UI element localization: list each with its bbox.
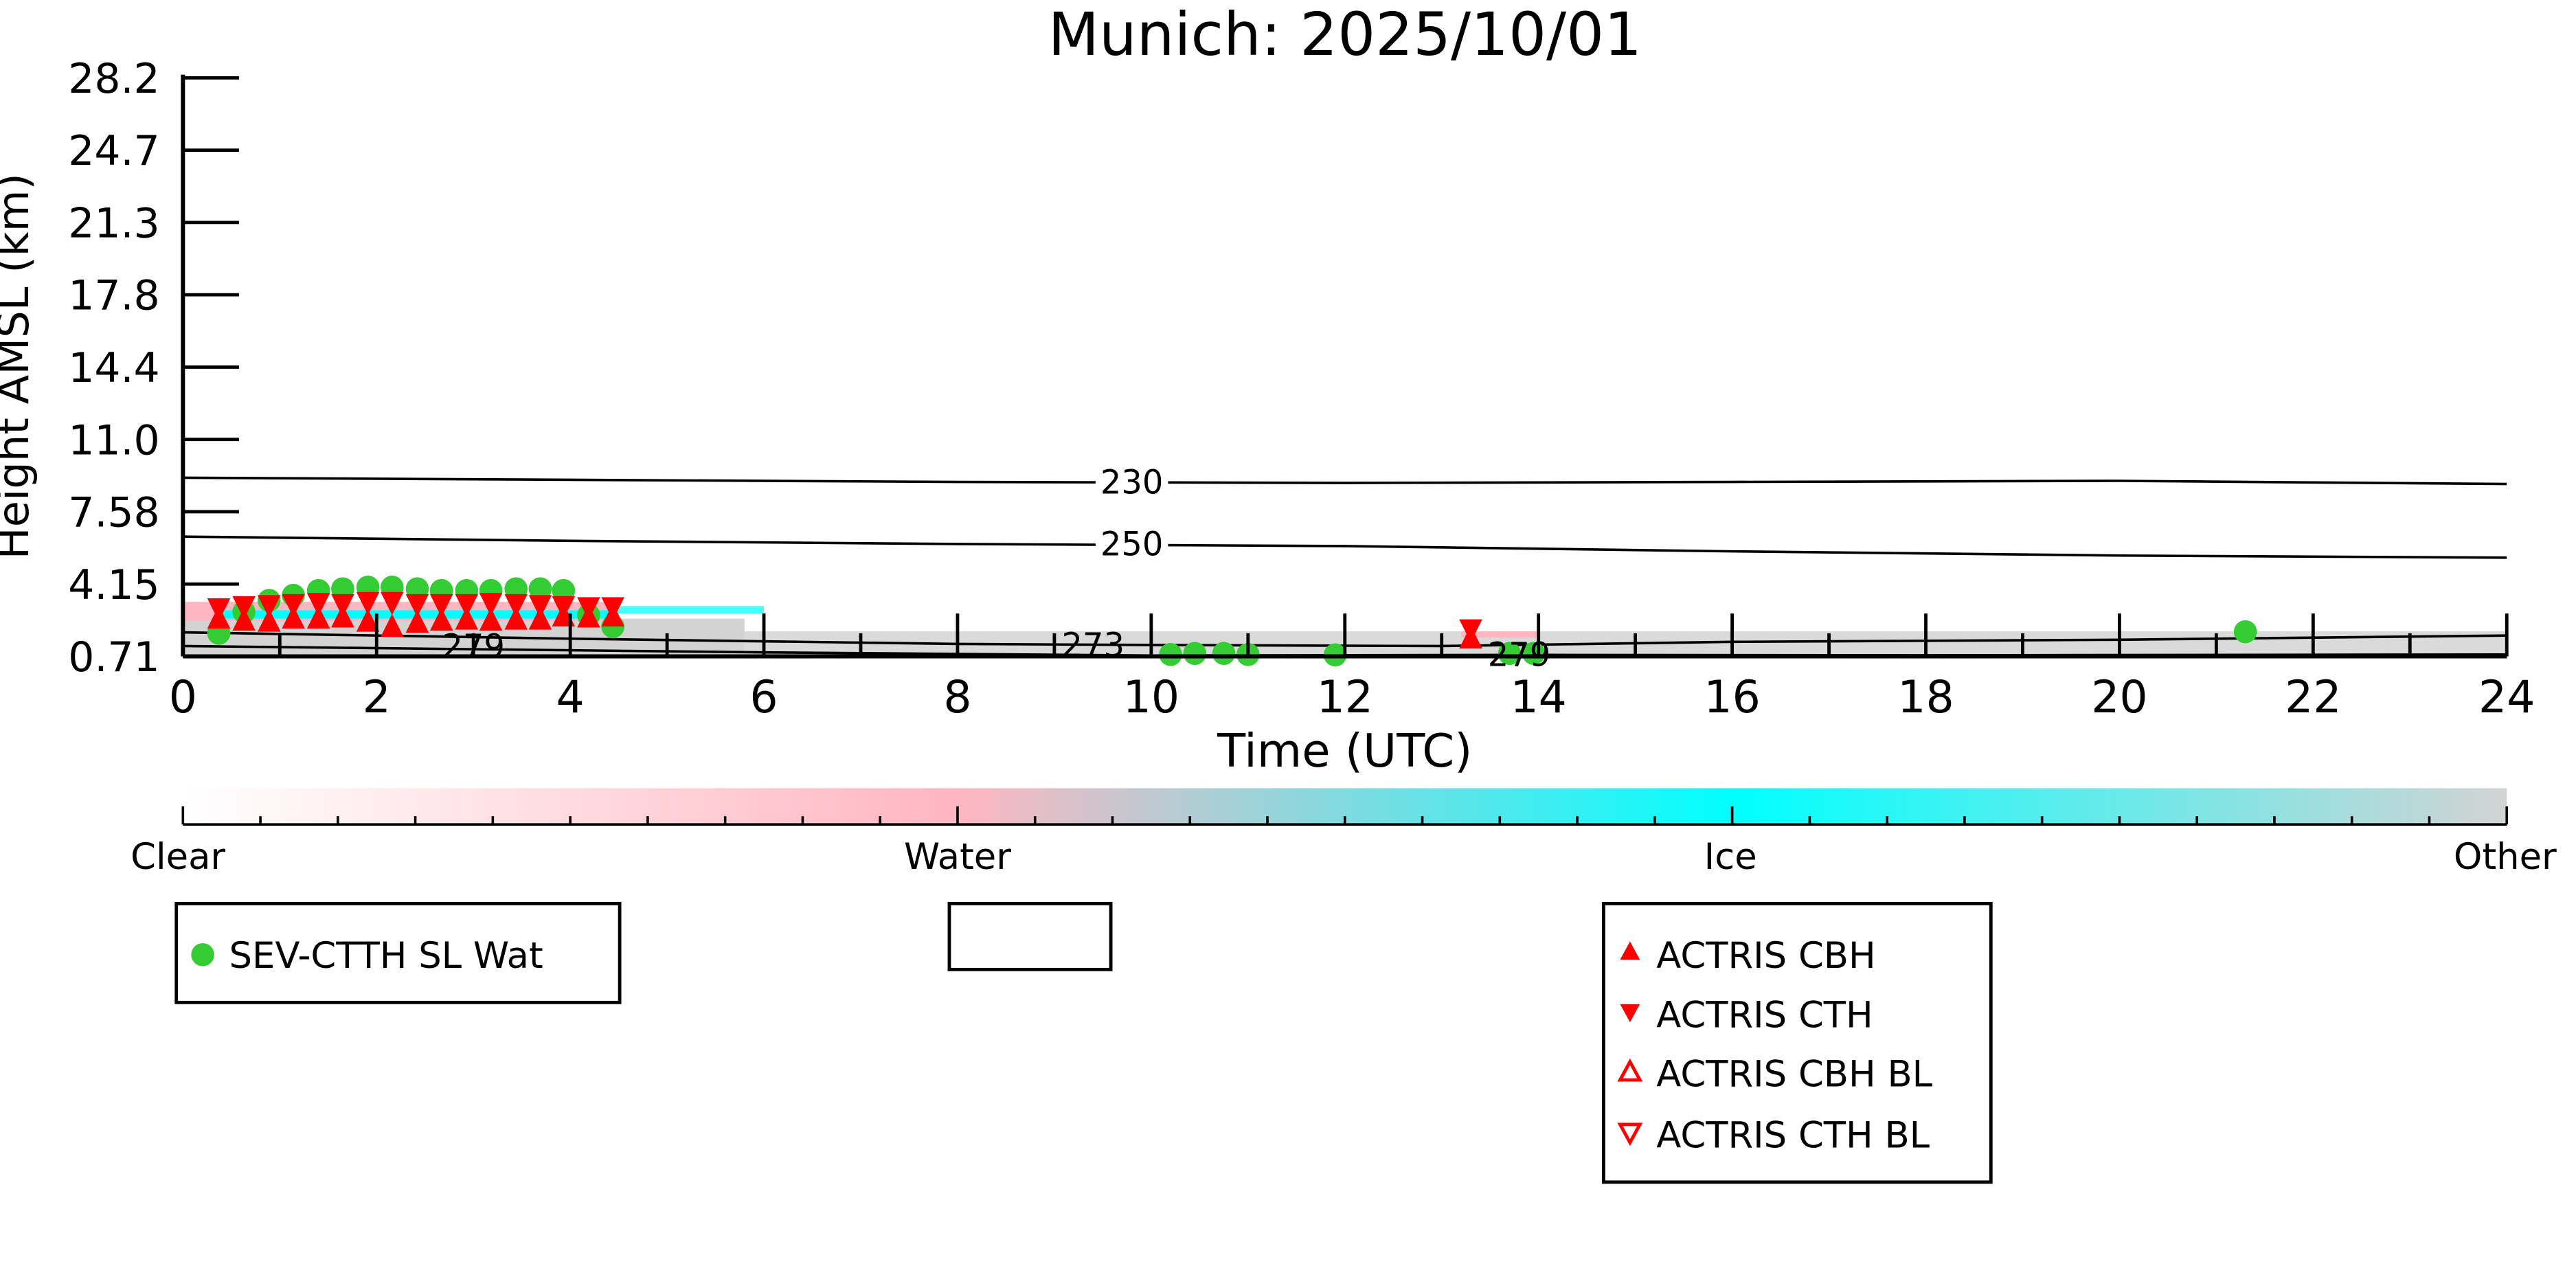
actris-cth-point bbox=[306, 593, 330, 616]
contour-label: 273 bbox=[1062, 626, 1125, 665]
curtain-ice bbox=[618, 606, 765, 614]
x-tick-label: 18 bbox=[1897, 672, 1954, 723]
contour-line bbox=[183, 476, 2507, 486]
actris-cth-point bbox=[528, 595, 552, 618]
triangle-down-open-icon bbox=[1617, 1122, 1643, 1146]
triangle-down-icon bbox=[1620, 1004, 1640, 1023]
y-axis-label: Height AMSL (km) bbox=[0, 173, 38, 559]
x-tick-label: 16 bbox=[1704, 672, 1760, 723]
curtain-water bbox=[1460, 631, 1539, 638]
y-tick-label: 0.71 bbox=[68, 633, 160, 681]
actris-cth-point bbox=[1459, 619, 1482, 643]
legend-box-empty bbox=[947, 901, 1113, 971]
x-tick-label: 12 bbox=[1317, 672, 1373, 723]
x-tick-label: 20 bbox=[2091, 672, 2147, 723]
legend-marker-circle bbox=[191, 942, 214, 967]
actris-cbh-point bbox=[356, 609, 380, 632]
colorbar-label-other: Other bbox=[2454, 836, 2557, 878]
triangle-up-open-icon bbox=[1617, 1058, 1643, 1082]
contour-line bbox=[183, 535, 2507, 559]
actris-cth-point bbox=[331, 594, 354, 618]
actris-cth-point bbox=[282, 594, 305, 618]
actris-cbh-point bbox=[405, 609, 429, 633]
x-tick-label: 22 bbox=[2285, 672, 2341, 723]
actris-cbh-point bbox=[479, 607, 503, 631]
actris-cth-point bbox=[479, 593, 503, 616]
y-tick-label: 11.0 bbox=[68, 416, 160, 464]
chart-title: Munich: 2025/10/01 bbox=[1048, 1, 1642, 69]
actris-cth-point bbox=[504, 594, 528, 618]
sev-ctth-point bbox=[1183, 642, 1207, 666]
contour-label: 250 bbox=[1100, 526, 1164, 564]
legend-label: ACTRIS CBH BL bbox=[1656, 1054, 1932, 1096]
x-tick-label: 6 bbox=[749, 672, 778, 723]
colorbar-label-ice: Ice bbox=[1704, 836, 1757, 878]
x-axis-label: Time (UTC) bbox=[1217, 724, 1472, 778]
contour-label: 230 bbox=[1100, 463, 1164, 501]
colorbar-label-water: Water bbox=[904, 836, 1011, 878]
actris-cbh-point bbox=[380, 613, 404, 637]
actris-cth-point bbox=[380, 591, 404, 615]
y-tick-label: 4.15 bbox=[68, 561, 160, 609]
legend-label: ACTRIS CTH BL bbox=[1656, 1114, 1930, 1156]
colorbar-ticks bbox=[181, 806, 2509, 826]
colorbar-label-clear: Clear bbox=[131, 836, 225, 878]
y-tick-label: 28.2 bbox=[68, 55, 160, 103]
sev-ctth-point bbox=[2233, 620, 2257, 644]
y-tick-label: 14.4 bbox=[68, 344, 160, 392]
contour-label-bg bbox=[1095, 465, 1168, 499]
actris-cbh-point bbox=[306, 605, 330, 629]
actris-cth-point bbox=[601, 597, 624, 621]
actris-cth-point bbox=[577, 597, 600, 621]
x-tick-label: 14 bbox=[1510, 672, 1566, 723]
contour-line bbox=[183, 631, 2507, 648]
x-tick-label: 2 bbox=[363, 672, 391, 723]
legend-label: ACTRIS CTH bbox=[1656, 994, 1873, 1036]
actris-cth-point bbox=[429, 594, 453, 618]
legend-label: ACTRIS CBH bbox=[1656, 935, 1875, 977]
legend-label: SEV-CTTH SL Wat bbox=[229, 935, 543, 977]
actris-cbh-point bbox=[504, 606, 528, 630]
actris-cth-point bbox=[207, 598, 231, 622]
y-tick-label: 7.58 bbox=[68, 489, 160, 537]
x-tick-label: 8 bbox=[943, 672, 971, 723]
x-tick-label: 24 bbox=[2478, 672, 2535, 723]
y-tick-label: 21.3 bbox=[68, 199, 160, 247]
triangle-up-icon bbox=[1620, 941, 1640, 960]
legend-box-actris bbox=[1602, 901, 1993, 1184]
actris-cth-point bbox=[257, 595, 281, 618]
sev-ctth-point bbox=[528, 577, 552, 600]
actris-cbh-point bbox=[257, 609, 281, 632]
actris-cth-point bbox=[405, 594, 429, 618]
sev-ctth-point bbox=[1212, 642, 1236, 666]
x-tick-label: 0 bbox=[169, 672, 197, 723]
actris-cth-point bbox=[552, 596, 576, 620]
y-tick-label: 24.7 bbox=[68, 127, 160, 175]
actris-cth-point bbox=[455, 594, 479, 618]
actris-cth-point bbox=[356, 591, 380, 615]
contour-label-bg bbox=[1095, 527, 1168, 561]
sev-ctth-point bbox=[1498, 642, 1522, 666]
actris-cth-point bbox=[232, 596, 256, 620]
x-tick-label: 10 bbox=[1123, 672, 1179, 723]
legend-box-sev bbox=[174, 901, 622, 1004]
x-tick-label: 4 bbox=[556, 672, 585, 723]
actris-cbh-point bbox=[455, 606, 479, 630]
y-tick-label: 17.8 bbox=[68, 272, 160, 320]
actris-cbh-point bbox=[429, 607, 453, 631]
